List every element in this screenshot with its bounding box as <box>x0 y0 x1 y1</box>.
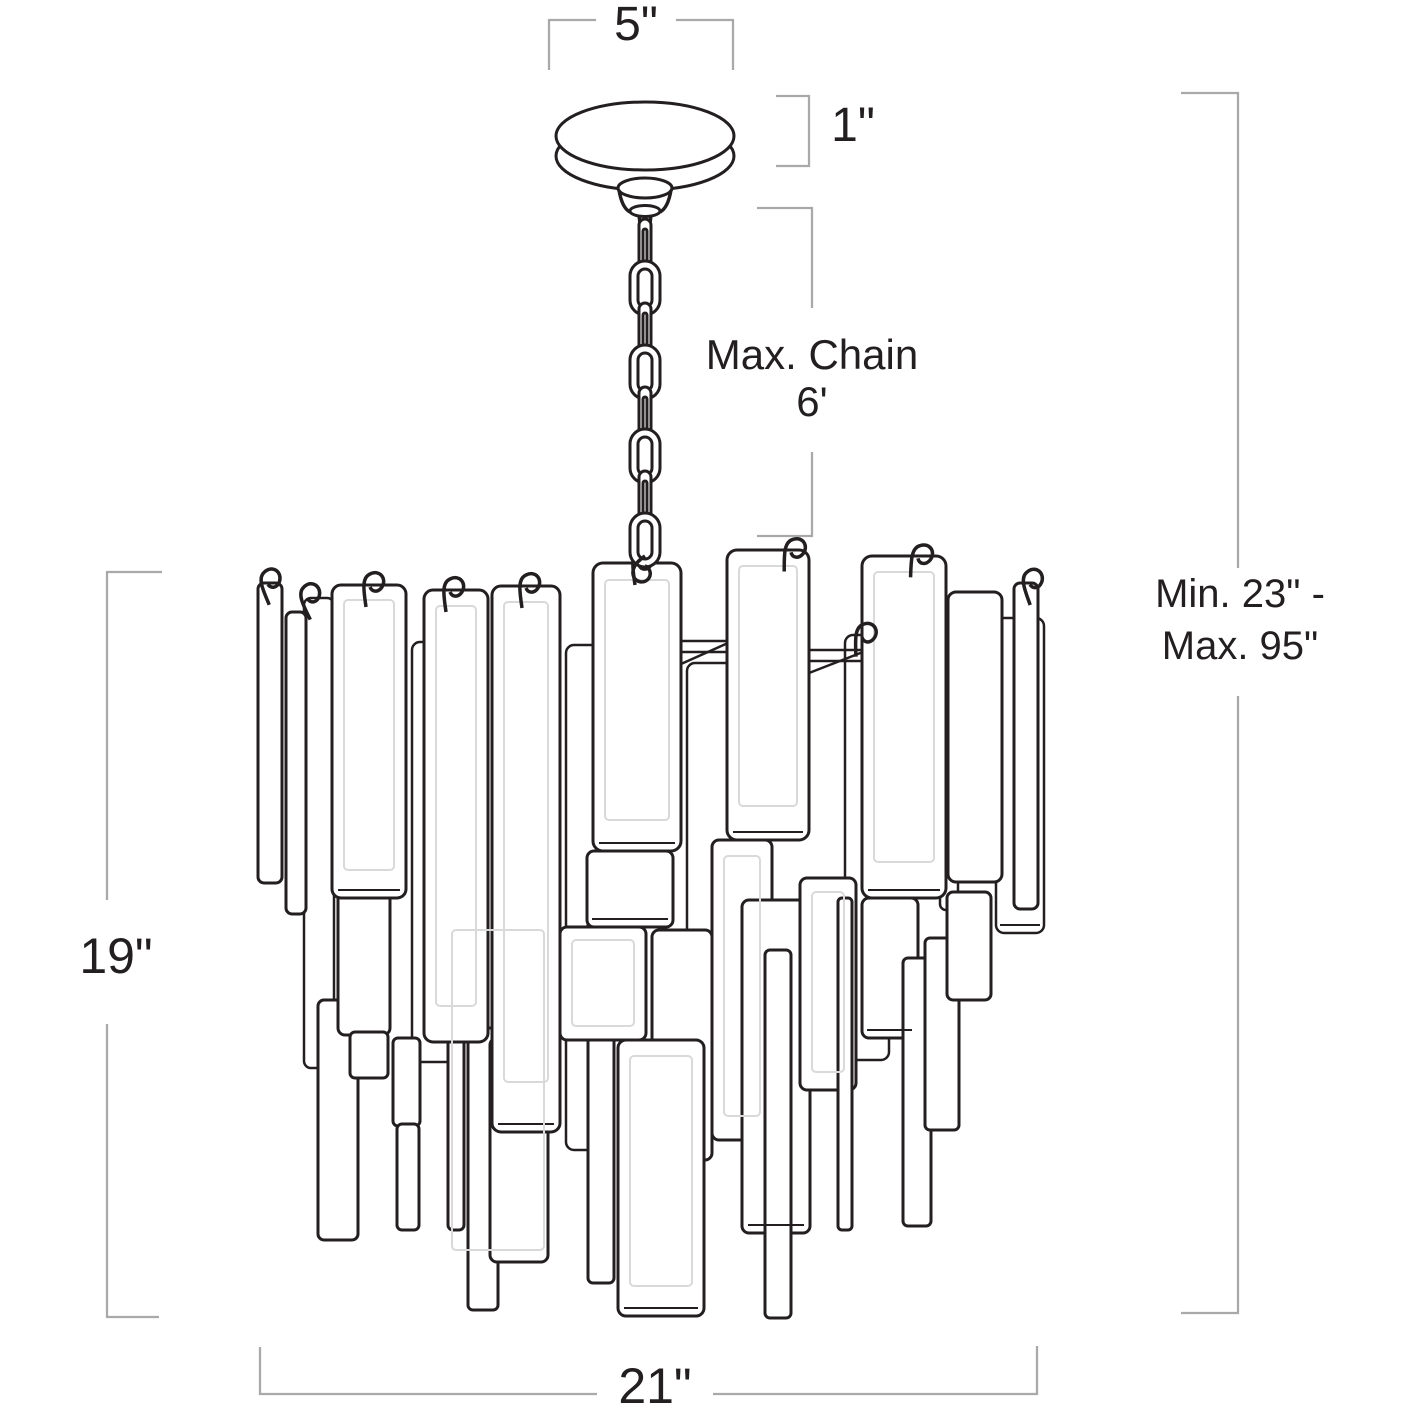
dim-canopy-height-bracket <box>776 94 811 168</box>
reflection-line <box>343 599 395 871</box>
chain-holder-cap <box>616 176 674 200</box>
canopy-height-label: 1" <box>831 99 875 152</box>
chain-label-line2: 6' <box>796 378 827 425</box>
ring-bar <box>680 641 729 666</box>
reflection-line <box>811 891 845 1073</box>
glass-panel <box>763 948 793 1320</box>
glass-panel <box>391 1036 422 1128</box>
glass-panel <box>422 588 490 1044</box>
reflection-line <box>738 565 798 807</box>
glass-panel <box>585 849 675 929</box>
chain-holder-neck <box>628 204 662 218</box>
dim-canopy-width-bracket-left <box>547 18 596 70</box>
chandelier-body <box>256 535 1050 1320</box>
ring-bar <box>808 650 864 675</box>
reflection-line <box>435 605 477 1007</box>
glass-reflections <box>343 565 935 1287</box>
glass-panel <box>330 583 408 900</box>
glass-panel <box>945 890 993 1002</box>
glass-panel <box>860 554 948 900</box>
glass-panel <box>302 596 336 1070</box>
body-width-label: 21" <box>618 1358 691 1408</box>
reflection-line <box>451 929 545 1251</box>
glass-panel <box>1012 581 1040 911</box>
hanging-chain <box>628 217 662 584</box>
glass-panel <box>490 584 562 1134</box>
glass-panel <box>256 581 284 885</box>
height-range-label-line2: Max. 95" <box>1162 624 1318 668</box>
reflection-line <box>571 939 635 1027</box>
body-height-label: 19" <box>79 928 152 984</box>
canopy-width-label: 5" <box>614 0 658 51</box>
ceiling-canopy <box>554 100 736 233</box>
glass-panel <box>946 590 1004 884</box>
canopy-top <box>554 100 736 172</box>
dim-overall-height-bottom <box>1181 696 1240 1315</box>
chain-label-line1: Max. Chain <box>706 331 918 378</box>
dim-overall-height-top <box>1181 91 1240 568</box>
chain-link <box>628 511 662 569</box>
glass-panel <box>348 1030 390 1080</box>
reflection-line <box>873 571 935 863</box>
dimension-lines <box>105 18 1240 1396</box>
glass-panel <box>336 886 392 1037</box>
glass-panel <box>395 1122 421 1232</box>
reflection-line <box>723 855 761 1117</box>
reflection-line <box>503 601 549 1083</box>
dim-body-height-bottom <box>105 1024 159 1319</box>
dim-body-width-left <box>258 1347 597 1396</box>
support-ring-bars <box>680 639 864 675</box>
glass-panel <box>284 610 308 916</box>
glass-panel <box>616 1038 706 1318</box>
front-panels <box>256 548 1040 1134</box>
dim-chain-bracket-top <box>757 206 814 308</box>
chain-end-hook <box>631 554 652 584</box>
glass-panel-center <box>591 561 683 853</box>
height-range-label-line1: Min. 23" - <box>1155 572 1325 616</box>
glass-panel <box>725 548 811 842</box>
panel-bottom-edges <box>338 831 1040 1309</box>
dim-body-height-top <box>105 570 162 900</box>
dim-body-width-right <box>713 1346 1039 1396</box>
dim-chain-bracket-bottom <box>757 452 814 538</box>
dim-canopy-width-bracket-right <box>676 18 735 70</box>
reflection-line <box>629 1055 693 1287</box>
